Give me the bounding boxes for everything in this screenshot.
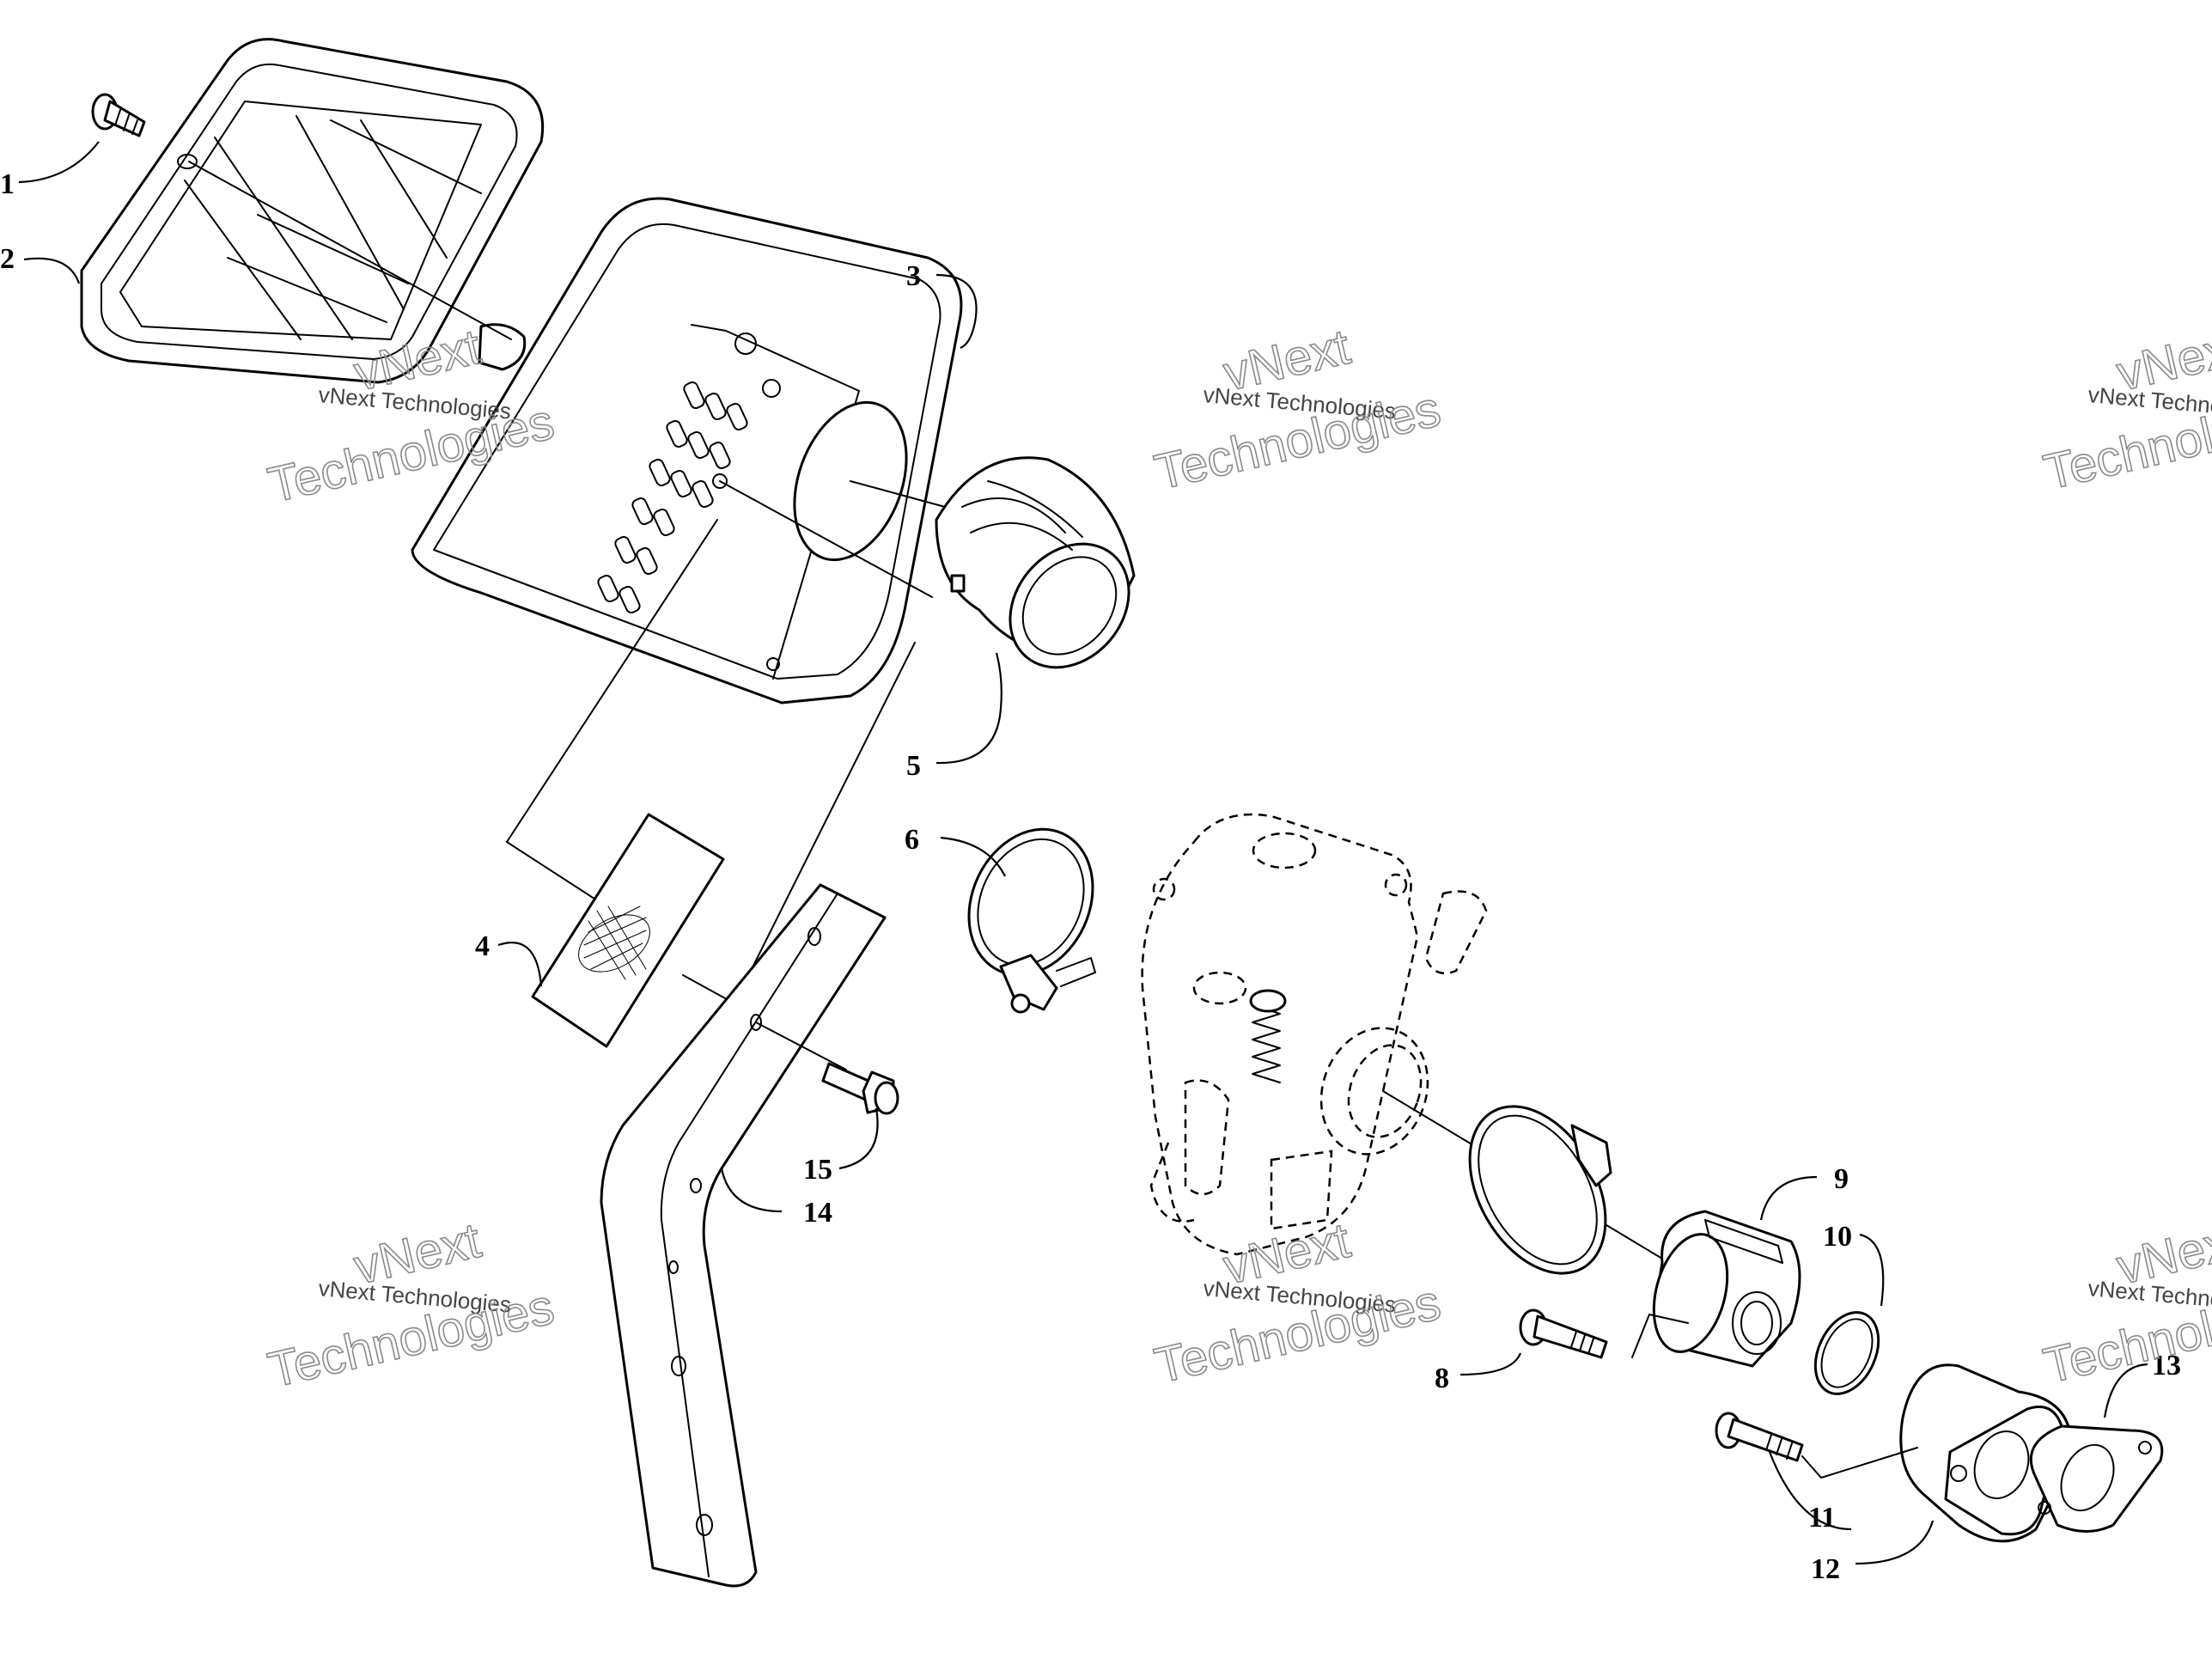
watermark-5: vNext vNext Technologies Technologies	[1149, 1211, 1447, 1394]
part-13-gasket	[2029, 1424, 2164, 1533]
callout-9: 9	[1834, 1163, 1849, 1195]
callout-14: 14	[803, 1197, 832, 1229]
callout-8: 8	[1435, 1363, 1449, 1394]
callout-leaders	[18, 141, 2148, 1565]
watermark-4: vNext vNext Technologies Technologies	[263, 1211, 560, 1399]
watermark-3: vNext vNext Technologies Technologies	[2038, 318, 2212, 501]
label-guide-line-b	[506, 519, 718, 843]
bolt-11-guide	[1801, 1447, 1918, 1479]
part-12-manifold	[1899, 1363, 2073, 1543]
bolt-axis-line	[755, 1022, 847, 1070]
callout-4: 4	[475, 930, 490, 962]
label-guide-line-a	[506, 841, 598, 901]
clamp-band	[1468, 1105, 1612, 1275]
callout-12: 12	[1811, 1553, 1840, 1585]
callout-11: 11	[1808, 1502, 1836, 1534]
part-6-clamp	[967, 827, 1096, 1014]
callout-6: 6	[905, 824, 919, 856]
part-11-bolt	[1715, 1412, 1804, 1462]
part-15-bolt	[821, 1062, 899, 1115]
callout-2: 2	[0, 243, 15, 275]
callout-13: 13	[2152, 1350, 2181, 1381]
part-4-label-decal	[531, 813, 725, 1048]
part-2-cover	[80, 38, 545, 384]
part-10-oring	[1813, 1311, 1880, 1395]
callout-3: 3	[906, 260, 921, 292]
callout-numbers: 1 2 3 4 5 6 8 9 10 11 12 13 14 15	[0, 168, 2181, 1585]
callout-1: 1	[0, 168, 15, 200]
mesh-pattern	[578, 906, 650, 980]
part-5-intake-boot	[935, 456, 1136, 669]
part-8-bolt	[1519, 1308, 1608, 1359]
callout-5: 5	[906, 750, 921, 782]
part-1-screw	[91, 93, 146, 137]
vent-grille	[597, 381, 748, 614]
part-14-bracket	[600, 883, 887, 1588]
watermark-6: vNext vNext Technologies Technologies	[2038, 1211, 2212, 1394]
screw-axis-line	[188, 161, 512, 340]
part-9-holder	[1652, 1210, 1801, 1368]
spring	[1249, 989, 1287, 1083]
bolt-8-guide	[1631, 1314, 1689, 1358]
callout-10: 10	[1823, 1221, 1852, 1253]
callout-15: 15	[803, 1154, 832, 1186]
boot-axis-line	[719, 480, 933, 598]
boot-axis-line-2	[850, 480, 946, 508]
part-7-carburetor	[1141, 813, 1488, 1256]
watermark-2: vNext vNext Technologies Technologies	[1149, 318, 1447, 501]
